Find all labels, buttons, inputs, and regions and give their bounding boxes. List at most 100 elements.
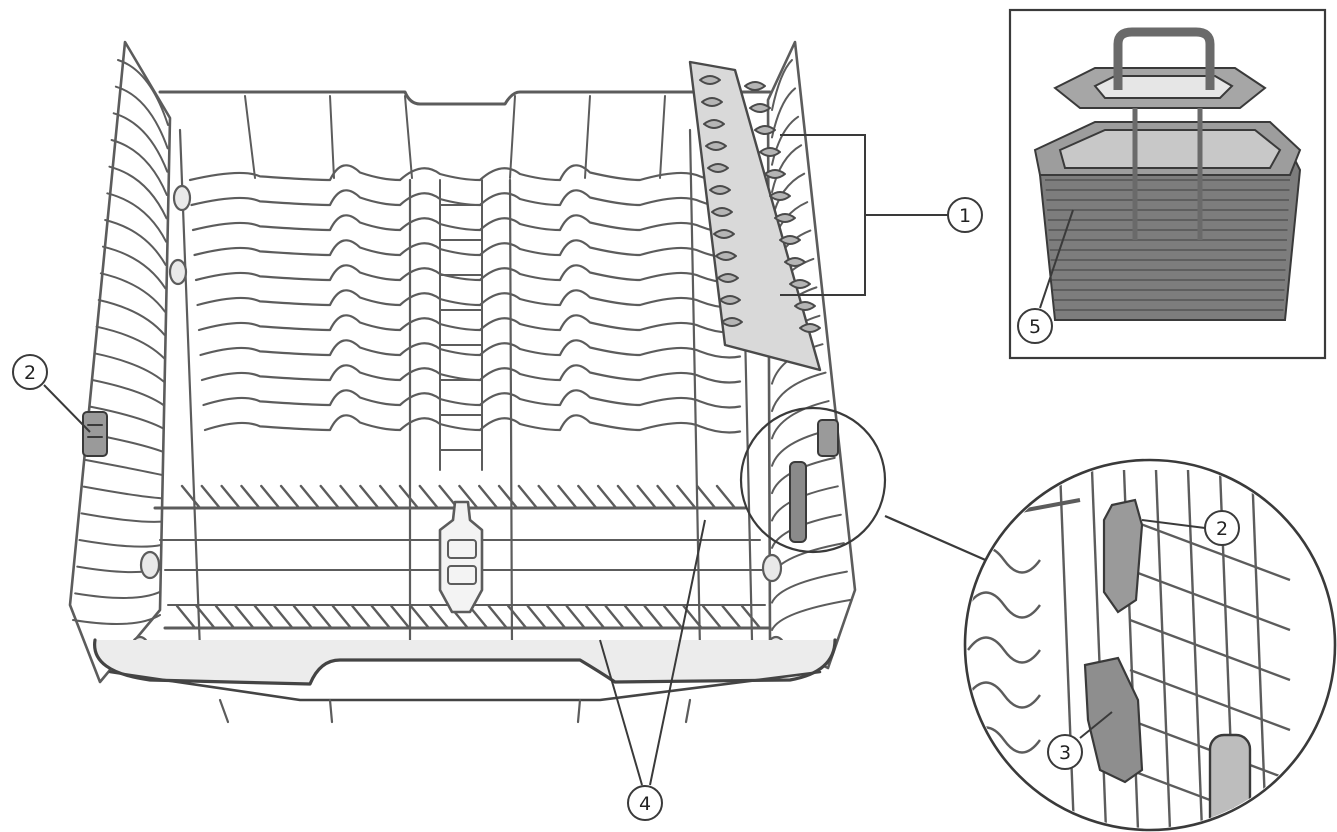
cup-shelf-spike <box>715 484 737 510</box>
callout-2-zoom-label: 2 <box>1216 518 1228 540</box>
callout-5-label: 5 <box>1029 316 1041 338</box>
cup-shelf-spike <box>676 484 697 510</box>
callout-2-left: 2 <box>12 354 48 390</box>
leader-5 <box>1039 209 1074 309</box>
rack-interior-rails <box>178 108 754 652</box>
right-wall-rung <box>771 599 851 631</box>
cup-shelf-spike <box>409 604 430 630</box>
cup-shelf-spike <box>429 604 450 630</box>
leader-4b <box>649 519 706 786</box>
callout-3-label: 3 <box>1059 742 1071 764</box>
callout-1: 1 <box>947 197 983 233</box>
cup-shelf-spike <box>507 604 528 630</box>
cup-shelf-spike <box>537 484 558 510</box>
cup-shelf-spike <box>545 604 567 630</box>
detail-magnifier <box>739 406 1337 832</box>
left-wall-rung <box>112 112 169 173</box>
basket-opening <box>1058 129 1282 169</box>
leader-4a <box>599 639 643 786</box>
cup-shelf-spike <box>279 484 301 510</box>
height-adjuster-right <box>789 419 839 543</box>
rack-front-rail-lower <box>108 670 822 702</box>
holder-slot <box>703 119 725 129</box>
left-wall-rung <box>117 59 169 126</box>
holder-slot <box>744 81 766 91</box>
cup-shelf-spike <box>351 604 372 630</box>
cup-shelf-spike <box>331 604 353 630</box>
callout-5: 5 <box>1017 308 1053 344</box>
cup-shelf-spike <box>740 604 762 630</box>
rack-left-wall-outline <box>68 40 172 684</box>
upper-basket-illustration <box>68 40 857 724</box>
zoom-wire-cross <box>1129 568 1291 632</box>
holder-slot <box>789 279 811 289</box>
holder-slot <box>721 317 743 327</box>
plate-tine-row <box>203 414 742 434</box>
rack-center-ladder <box>439 179 483 471</box>
leader-3-zoom <box>1079 711 1113 739</box>
callout-2-zoom: 2 <box>1204 510 1240 546</box>
holder-slot <box>713 229 735 239</box>
callout-4: 4 <box>627 785 663 821</box>
holder-slot <box>759 147 781 157</box>
left-wall-rung <box>80 512 163 523</box>
cup-shelf-spike <box>398 484 420 510</box>
inset-cutlery-basket <box>1008 8 1327 360</box>
left-wall-rung <box>74 590 162 599</box>
left-wall-rung <box>78 539 163 548</box>
holder-slot <box>779 235 801 245</box>
left-wall-rung <box>114 85 169 150</box>
callout-4-label: 4 <box>639 793 651 815</box>
right-wall-rung <box>771 144 803 194</box>
plate-tine-row <box>188 164 742 184</box>
zoom-wire-loop <box>967 636 1041 664</box>
cup-shelf-spike <box>577 484 598 510</box>
cup-shelf-spike <box>378 484 400 510</box>
height-adjuster-left <box>82 411 108 457</box>
right-wall-rung <box>771 371 827 413</box>
callout-3: 3 <box>1047 734 1083 770</box>
left-wall-rung <box>99 272 166 313</box>
holder-slot <box>719 295 741 305</box>
zoom-circle-small <box>739 406 887 554</box>
cup-shelf-spike <box>339 484 360 510</box>
right-wall-rung <box>771 570 848 604</box>
left-wall-rung <box>89 405 165 430</box>
left-wall-rung <box>93 352 165 383</box>
zoom-wire-loop <box>967 591 1041 619</box>
left-wall-rung <box>82 485 163 500</box>
zoom-wire-cross <box>1129 668 1291 732</box>
plate-tine-row <box>194 264 742 284</box>
plate-tine-row <box>199 339 742 359</box>
cup-shelf-spike <box>214 604 236 630</box>
left-wall-rung <box>72 614 161 625</box>
basket-handle <box>1113 27 1215 90</box>
zoom-connector-line <box>884 514 991 564</box>
cup-shelf-spike <box>584 604 606 630</box>
holder-slot <box>711 207 733 217</box>
holder-slot <box>705 141 727 151</box>
left-wall-rung <box>106 192 168 243</box>
cup-shelf-spike <box>478 484 499 510</box>
cup-shelf-spike <box>370 604 392 630</box>
holder-slot <box>701 97 723 107</box>
zoom-wire-vertical <box>1058 469 1076 828</box>
cup-shelf-spike <box>292 604 314 630</box>
holder-slot <box>707 163 729 173</box>
zoom-adjuster-lever-lower <box>1083 656 1144 784</box>
cup-shelf-spike <box>220 484 241 510</box>
right-wall-rung <box>771 59 793 111</box>
zoom-wire-vertical <box>1186 469 1204 828</box>
holder-slot <box>774 213 796 223</box>
left-wall-rung <box>108 165 168 220</box>
cup-shelf-spike <box>273 604 294 630</box>
cup-shelf-spike <box>662 604 684 630</box>
holder-window-upper <box>447 539 477 559</box>
cup-shelf-spike <box>487 604 508 630</box>
cup-shelf-spike <box>616 484 638 510</box>
cup-shelf-spike <box>200 484 222 510</box>
rack-front-rail <box>93 638 837 686</box>
cup-shelf-spike <box>260 484 281 510</box>
cup-shelf-spike <box>319 484 340 510</box>
